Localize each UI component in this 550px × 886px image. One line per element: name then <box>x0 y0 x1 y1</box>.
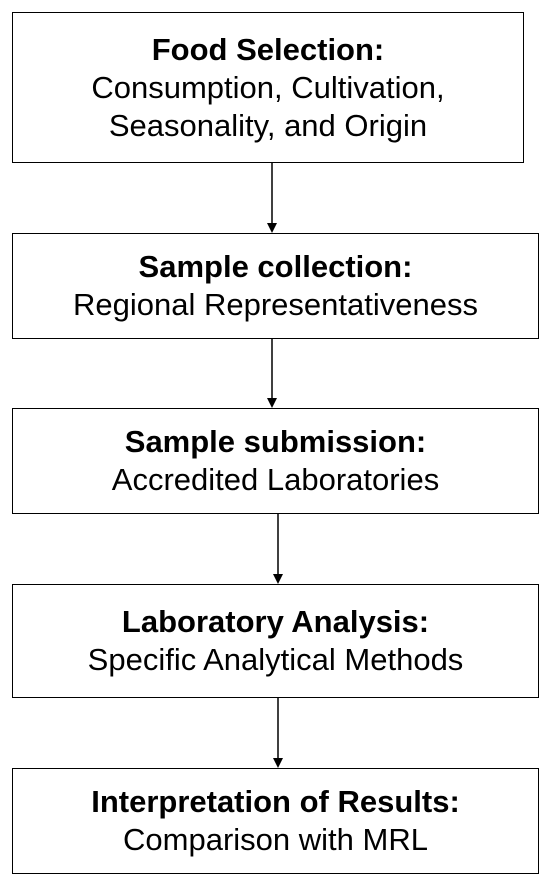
step-description-line: Consumption, Cultivation, <box>91 69 445 105</box>
step-laboratory-analysis: Laboratory Analysis: Specific Analytical… <box>12 584 539 698</box>
step-description-line: Accredited Laboratories <box>111 462 440 497</box>
step-title: Sample collection: <box>138 249 413 284</box>
step-interpretation-of-results: Interpretation of Results: Comparison wi… <box>12 768 539 874</box>
step-description-line: Regional Representativeness <box>73 287 478 322</box>
step-sample-submission: Sample submission: Accredited Laboratori… <box>12 408 539 514</box>
step-title: Laboratory Analysis: <box>121 604 430 639</box>
step-description-line: Specific Analytical Methods <box>87 642 464 677</box>
step-title: Interpretation of Results: <box>91 784 460 819</box>
step-sample-collection: Sample collection: Regional Representati… <box>12 233 539 339</box>
step-description-line: Seasonality, and Origin <box>108 107 428 143</box>
step-food-selection: Food Selection: Consumption, Cultivation… <box>12 12 524 163</box>
step-description-line: Comparison with MRL <box>123 822 428 857</box>
step-title: Food Selection: <box>151 31 385 67</box>
step-title: Sample submission: <box>124 424 427 459</box>
